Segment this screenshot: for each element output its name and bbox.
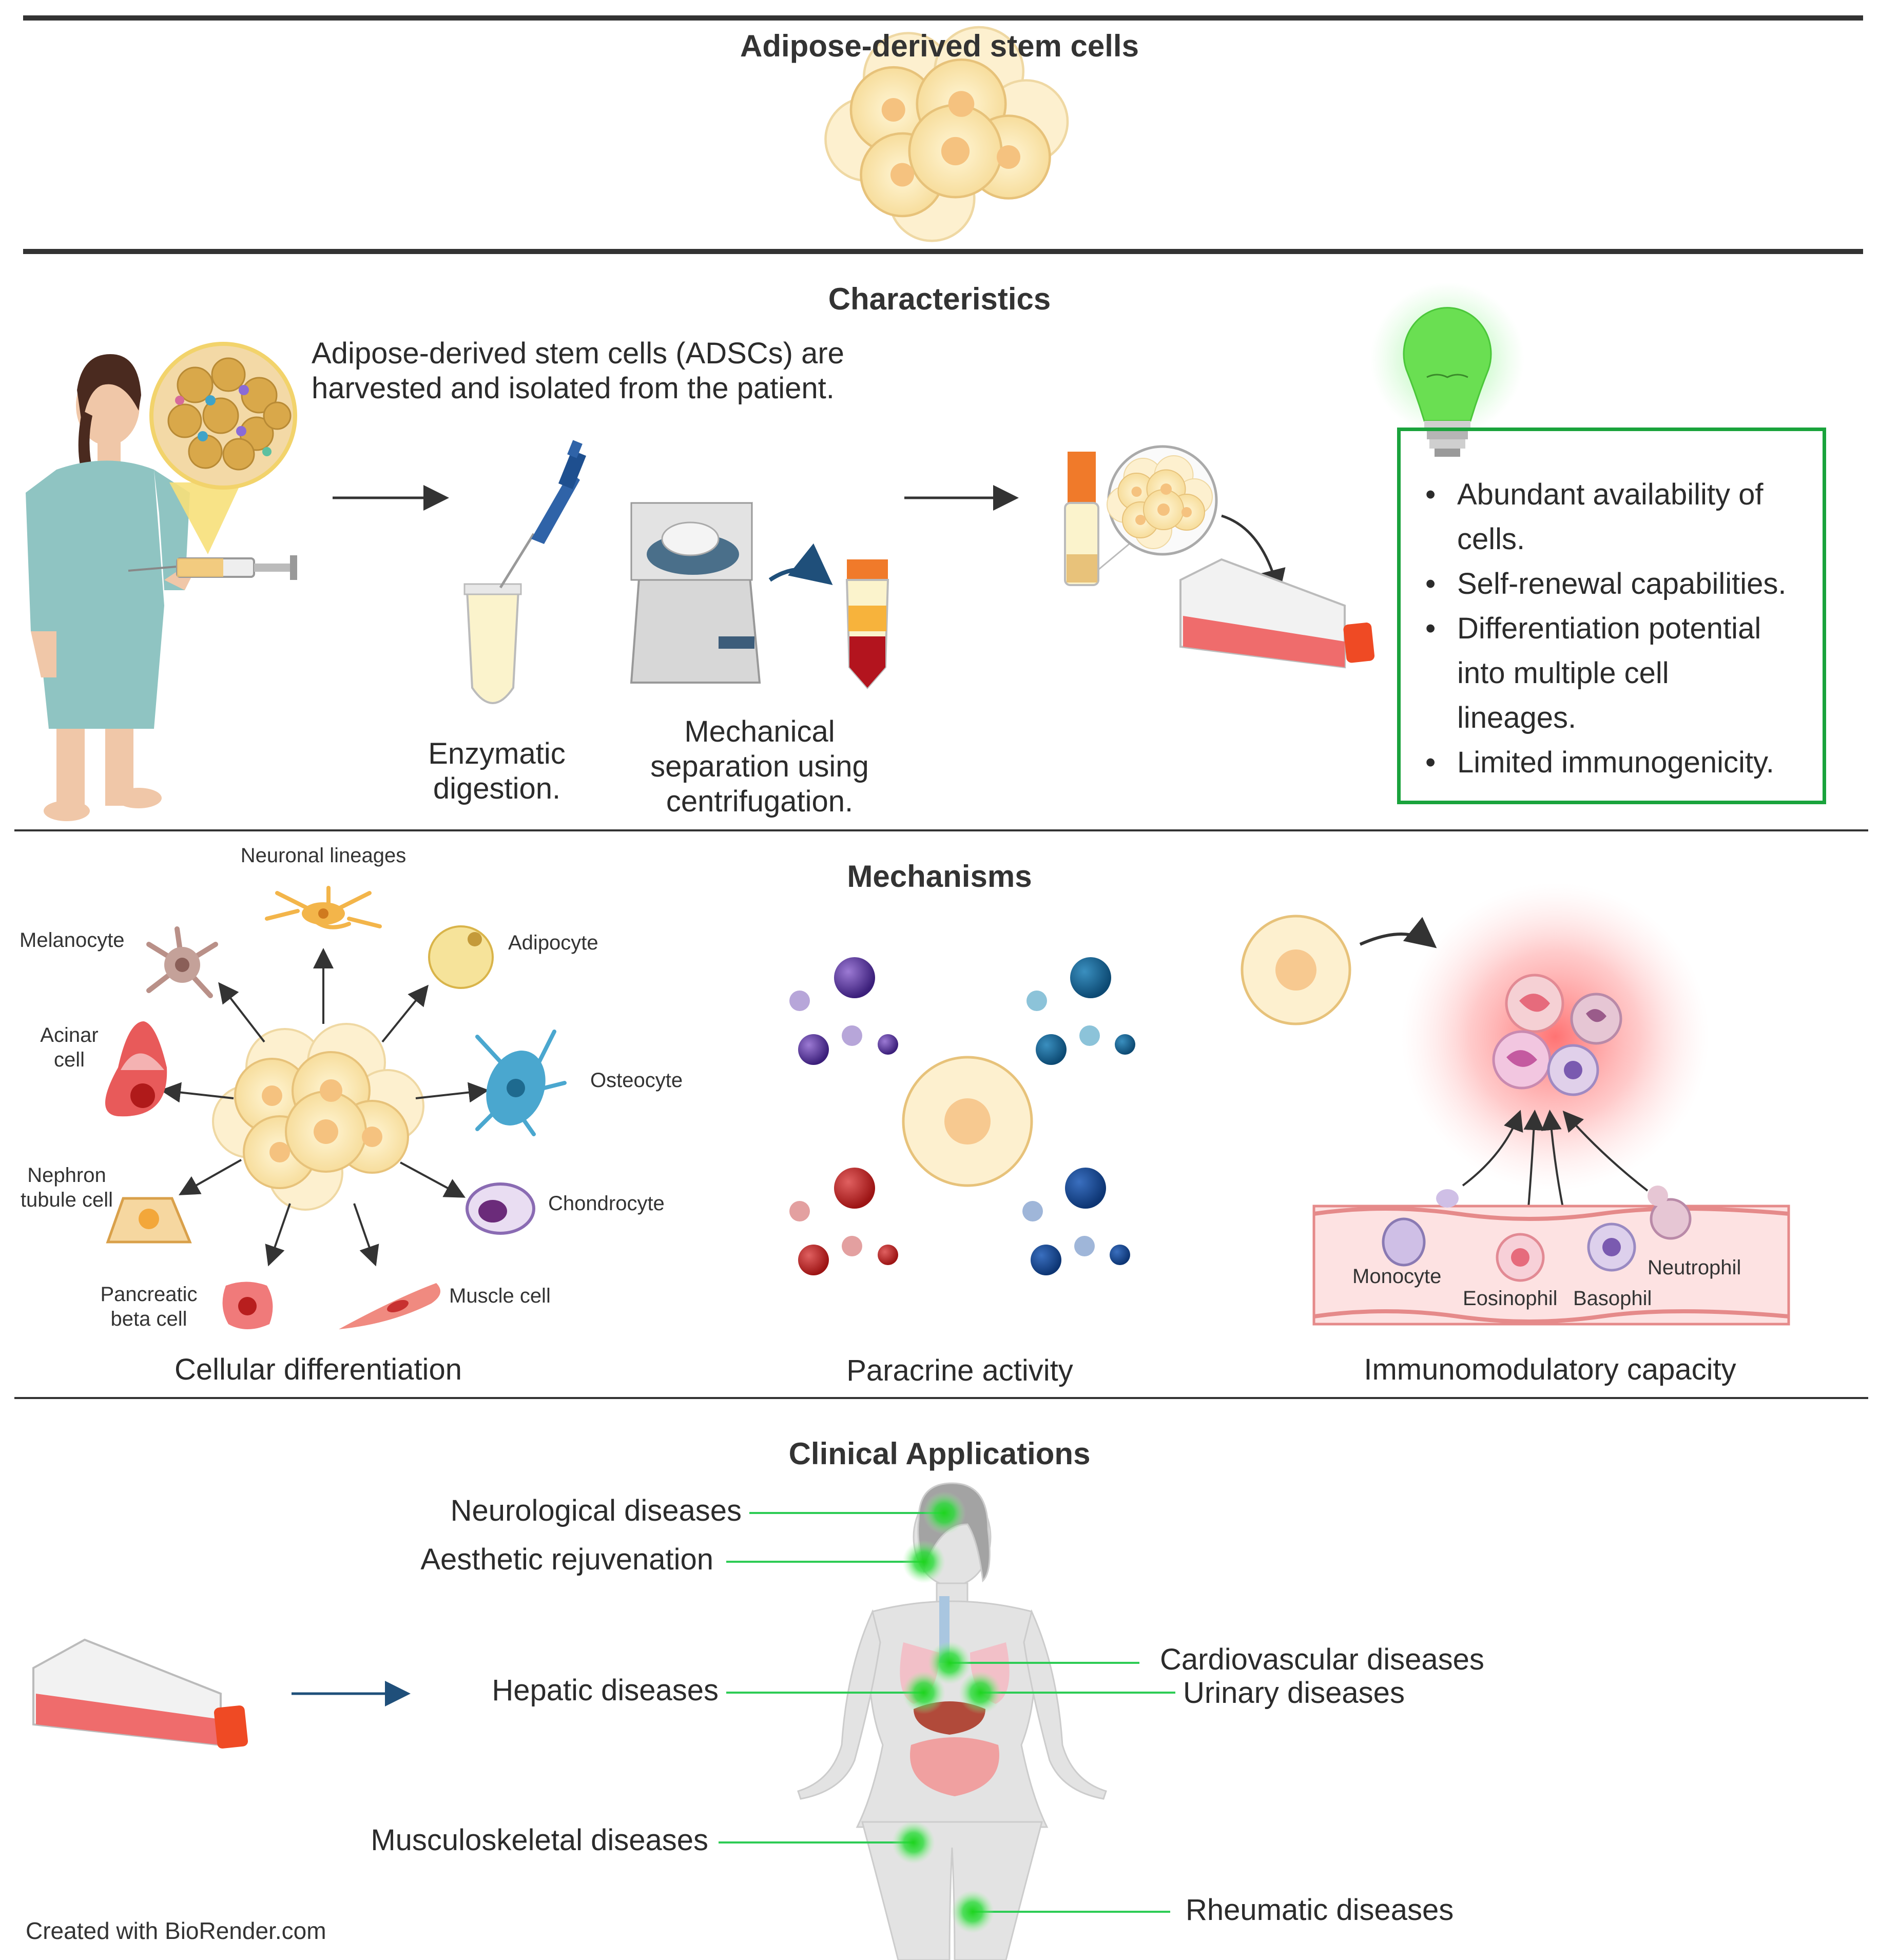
benefit-item: cells. xyxy=(1457,522,1525,556)
benefit-item: Differentiation potential xyxy=(1425,606,1823,651)
label-neutrophil: Neutrophil xyxy=(1648,1256,1741,1279)
label-urinary: Urinary diseases xyxy=(1183,1676,1405,1710)
footer-credit: Created with BioRender.com xyxy=(26,1917,326,1944)
label-nephron-1: Nephron xyxy=(27,1164,106,1187)
benefit-item: into multiple cell xyxy=(1457,656,1669,690)
lightbulb-icon xyxy=(1403,307,1492,457)
main-title: Adipose-derived stem cells xyxy=(740,29,1139,63)
pipette-tube-icon xyxy=(463,440,587,704)
label-musculoskeletal: Musculoskeletal diseases xyxy=(371,1823,708,1857)
caption-differentiation: Cellular differentiation xyxy=(175,1353,462,1386)
characteristics-title: Characteristics xyxy=(828,282,1051,316)
label-aesthetic: Aesthetic rejuvenation xyxy=(420,1543,713,1576)
mechanisms-title: Mechanisms xyxy=(847,859,1032,894)
benefits-box: Abundant availability of cells. Self-ren… xyxy=(1397,428,1826,804)
benefit-item: Limited immunogenicity. xyxy=(1425,740,1823,785)
label-osteocyte: Osteocyte xyxy=(590,1069,683,1092)
label-eosinophil: Eosinophil xyxy=(1463,1287,1558,1310)
harvest-line1: Adipose-derived stem cells (ADSCs) are xyxy=(312,337,844,370)
blood-vessel xyxy=(1312,1205,1790,1326)
mechanical-line3: centrifugation. xyxy=(666,785,854,818)
label-neuronal: Neuronal lineages xyxy=(240,844,406,867)
label-hepatic: Hepatic diseases xyxy=(492,1674,719,1707)
label-pancreatic-1: Pancreatic xyxy=(100,1283,198,1306)
label-cardiovascular: Cardiovascular diseases xyxy=(1160,1643,1484,1676)
blood-tube-icon xyxy=(845,559,889,690)
label-muscle: Muscle cell xyxy=(449,1285,551,1307)
mechanical-line1: Mechanical xyxy=(684,715,835,748)
label-monocyte: Monocyte xyxy=(1352,1265,1442,1288)
benefits-list: Abundant availability of cells. Self-ren… xyxy=(1401,431,1823,785)
label-chondrocyte: Chondrocyte xyxy=(548,1192,665,1215)
mechanical-line2: separation using xyxy=(650,750,869,783)
label-basophil: Basophil xyxy=(1573,1287,1652,1310)
immune-cluster xyxy=(1492,974,1622,1096)
label-rheumatic: Rheumatic diseases xyxy=(1186,1893,1454,1927)
label-adipocyte: Adipocyte xyxy=(508,932,598,954)
patient-figure xyxy=(26,354,195,821)
culture-flask-icon xyxy=(1179,558,1375,669)
benefit-item: Self-renewal capabilities. xyxy=(1425,561,1823,606)
caption-immunomodulatory: Immunomodulatory capacity xyxy=(1364,1353,1736,1386)
clinical-flask-icon xyxy=(32,1638,248,1749)
enzymatic-line2: digestion. xyxy=(433,772,561,805)
label-neurological: Neurological diseases xyxy=(450,1494,742,1527)
benefit-item: lineages. xyxy=(1457,701,1577,734)
label-nephron-2: tubule cell xyxy=(20,1189,113,1211)
benefit-item: Abundant availability of xyxy=(1425,472,1823,517)
label-acinar-1: Acinar xyxy=(40,1024,99,1046)
enzymatic-line1: Enzymatic xyxy=(428,737,566,770)
harvest-line2: harvested and isolated from the patient. xyxy=(312,372,835,405)
cell-vial-icon xyxy=(1064,452,1099,586)
label-melanocyte: Melanocyte xyxy=(20,929,125,952)
syringe-icon xyxy=(128,555,297,580)
label-pancreatic-2: beta cell xyxy=(110,1308,187,1330)
clinical-title: Clinical Applications xyxy=(788,1437,1091,1471)
disease-markers xyxy=(892,1491,1002,1933)
centrifuge-icon xyxy=(630,501,833,684)
caption-paracrine: Paracrine activity xyxy=(846,1354,1073,1387)
label-acinar-2: cell xyxy=(53,1049,85,1071)
